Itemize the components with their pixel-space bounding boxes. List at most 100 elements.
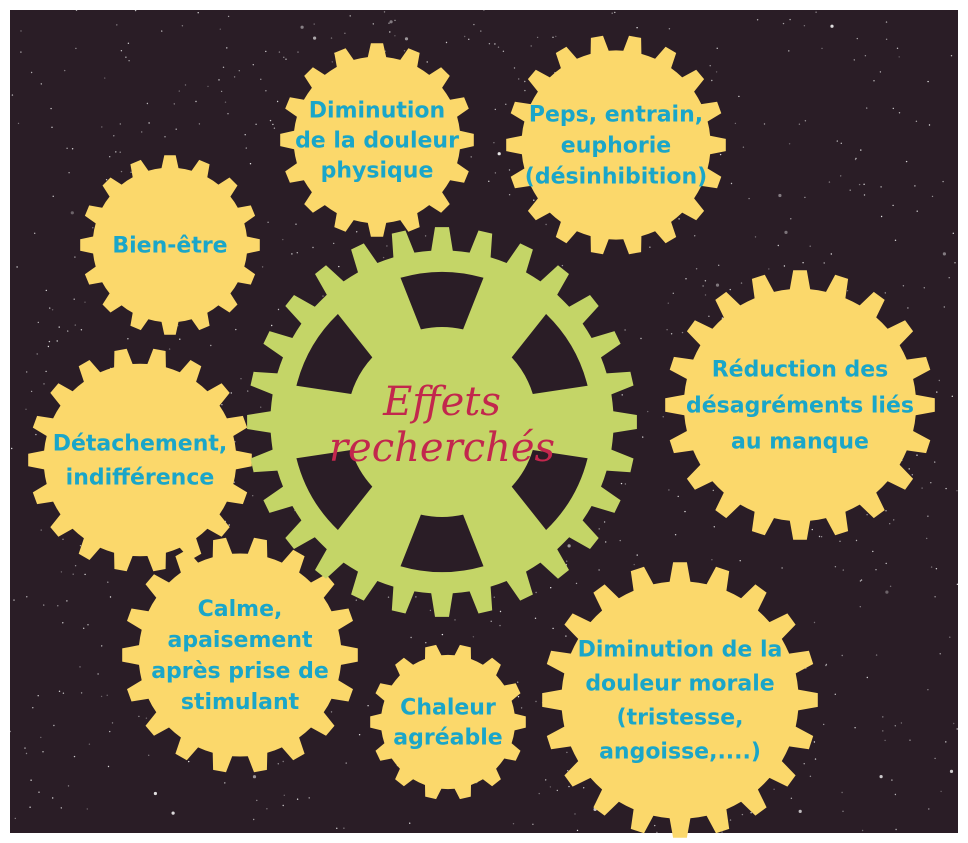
star: [493, 596, 495, 598]
star: [331, 61, 333, 63]
star: [712, 489, 714, 492]
star: [218, 79, 220, 81]
star: [25, 408, 27, 410]
star: [343, 827, 345, 829]
star: [282, 804, 284, 807]
star: [517, 681, 519, 683]
star: [909, 739, 911, 741]
star: [575, 582, 578, 585]
star: [120, 170, 123, 173]
star: [153, 791, 157, 796]
star: [825, 663, 828, 666]
star: [839, 540, 841, 542]
star: [879, 775, 883, 779]
star: [611, 12, 613, 14]
star: [788, 50, 790, 52]
star: [853, 59, 855, 61]
star: [52, 195, 54, 197]
star: [552, 36, 554, 38]
star: [52, 797, 54, 799]
star: [815, 11, 817, 13]
star: [146, 102, 149, 105]
star: [768, 268, 770, 270]
star: [141, 131, 143, 133]
star: [927, 515, 929, 517]
star: [101, 126, 103, 128]
star: [244, 134, 246, 136]
star: [715, 71, 718, 73]
star: [872, 550, 874, 553]
star: [148, 754, 150, 756]
star: [502, 50, 505, 52]
star: [72, 573, 74, 575]
star: [884, 739, 886, 742]
star: [45, 289, 47, 292]
star: [58, 690, 61, 692]
star: [915, 120, 918, 123]
star: [464, 35, 466, 38]
label-douleur-morale-line: douleur morale: [585, 672, 774, 697]
star: [252, 495, 254, 497]
star: [48, 340, 51, 343]
star: [783, 265, 786, 267]
star: [493, 142, 495, 144]
star: [480, 30, 482, 32]
star: [188, 760, 190, 763]
star: [127, 338, 129, 340]
star: [71, 148, 74, 150]
label-calme-line: après prise de: [151, 659, 329, 684]
star: [914, 185, 916, 187]
star: [895, 828, 897, 831]
star: [74, 324, 77, 326]
star: [60, 807, 62, 809]
star: [934, 596, 936, 598]
star: [860, 579, 863, 581]
star: [168, 348, 171, 350]
star: [773, 788, 775, 790]
star: [109, 730, 111, 733]
star: [834, 566, 837, 568]
star: [40, 529, 42, 531]
star: [424, 235, 427, 237]
star: [240, 378, 242, 380]
star: [219, 28, 221, 30]
star: [742, 146, 745, 148]
star: [670, 333, 673, 335]
star: [508, 169, 511, 171]
star: [67, 785, 70, 787]
star: [882, 716, 884, 718]
star: [882, 730, 884, 732]
star: [472, 636, 475, 638]
star: [928, 808, 930, 810]
star: [889, 585, 892, 587]
star: [861, 829, 864, 832]
star: [866, 514, 868, 516]
star: [43, 604, 45, 606]
star: [43, 383, 45, 385]
star: [512, 823, 515, 825]
label-calme-line: apaisement: [167, 628, 313, 653]
star: [184, 84, 187, 86]
center-gear-window: [400, 514, 484, 573]
star: [358, 734, 361, 736]
star: [84, 301, 86, 303]
star: [640, 337, 642, 340]
star: [389, 31, 391, 33]
star: [277, 308, 280, 311]
star: [107, 765, 110, 768]
star: [83, 627, 85, 629]
star: [678, 218, 680, 220]
star: [834, 693, 836, 695]
star: [13, 599, 15, 601]
label-douleur-physique-line: Diminution: [309, 99, 445, 124]
star: [536, 36, 539, 39]
label-calme-line: Calme,: [198, 597, 283, 622]
star: [535, 700, 537, 703]
star: [667, 302, 669, 304]
star: [517, 696, 520, 698]
center-title-line: Effets: [382, 379, 501, 425]
star: [220, 90, 223, 93]
star: [404, 37, 409, 41]
star: [939, 653, 941, 655]
